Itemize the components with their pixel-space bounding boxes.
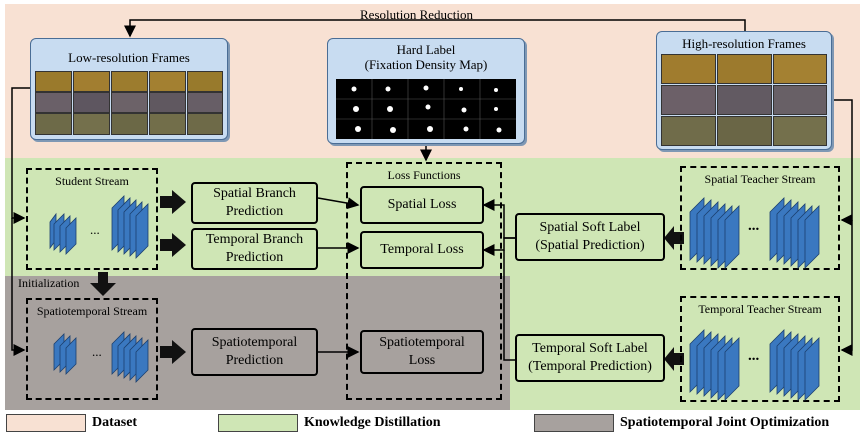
spatial-loss-box: Spatial Loss — [360, 186, 484, 224]
temporal-soft-label-box: Temporal Soft Label(Temporal Prediction) — [515, 334, 665, 382]
low-res-frames-grid — [35, 71, 223, 135]
student-stream-layers — [49, 195, 149, 259]
legend-swatch-dataset — [6, 414, 86, 432]
spatial-teacher-stream-container: Spatial Teacher Stream ... — [680, 166, 840, 270]
temporal-teacher-ellipsis: ... — [748, 348, 760, 364]
low-res-feed-line — [11, 87, 30, 224]
student-to-spatial-block-arrow — [160, 190, 186, 214]
student-stream-title: Student Stream — [55, 174, 129, 188]
spatial-soft-label-box: Spatial Soft Label(Spatial Prediction) — [515, 213, 665, 261]
high-resolution-frames-title: High-resolution Frames — [682, 36, 806, 51]
loss-functions-container: Loss Functions — [346, 162, 502, 400]
loss-functions-title: Loss Functions — [387, 168, 461, 182]
legend-swatch-joint — [534, 414, 614, 432]
hard-label-title: Hard Label — [396, 42, 456, 57]
high-resolution-frames-panel: High-resolution Frames — [656, 31, 832, 150]
temporal-loss-box: Temporal Loss — [360, 231, 484, 269]
initialization-arrow — [90, 272, 116, 296]
initialization-label: Initialization — [18, 276, 80, 290]
spatial-teacher-ellipsis: ... — [748, 218, 760, 234]
legend-label-dataset: Dataset — [92, 415, 138, 430]
temporal-teacher-block-arrow — [664, 347, 684, 371]
fixation-maps-grid — [336, 79, 516, 139]
hard-label-subtitle: (Fixation Density Map) — [364, 57, 488, 72]
st-to-pred-block-arrow — [160, 340, 186, 364]
spatial-teacher-stream-title: Spatial Teacher Stream — [704, 172, 816, 186]
spatiotemporal-ellipsis: ... — [92, 344, 102, 359]
high-res-frames-grid — [661, 54, 827, 146]
temporal-teacher-layers — [689, 329, 820, 401]
low-resolution-frames-panel: Low-resolution Frames — [30, 38, 228, 140]
student-stream-container: Student Stream ... — [26, 168, 158, 270]
spatiotemporal-stream-container: Spatiotemporal Stream ... — [26, 298, 158, 400]
low-resolution-frames-title: Low-resolution Frames — [68, 50, 190, 65]
spatial-teacher-block-arrow — [664, 226, 684, 250]
spatiotemporal-stream-layers — [53, 331, 149, 383]
student-ellipsis: ... — [90, 222, 100, 237]
spatiotemporal-stream-title: Spatiotemporal Stream — [36, 304, 148, 318]
legend-label-kd: Knowledge Distillation — [304, 415, 441, 430]
resolution-reduction-arrow — [124, 19, 746, 38]
temporal-teacher-stream-container: Temporal Teacher Stream ... — [680, 296, 840, 402]
legend-swatch-kd — [218, 414, 298, 432]
resolution-reduction-label: Resolution Reduction — [360, 7, 474, 22]
spatial-teacher-layers — [689, 197, 820, 269]
hard-label-panel: Hard Label (Fixation Density Map) — [327, 38, 525, 144]
legend-label-joint: Spatiotemporal Joint Optimization — [620, 415, 830, 430]
temporal-teacher-stream-title: Temporal Teacher Stream — [698, 302, 822, 316]
student-to-temporal-block-arrow — [160, 233, 186, 257]
high-res-feed-line — [830, 99, 853, 226]
